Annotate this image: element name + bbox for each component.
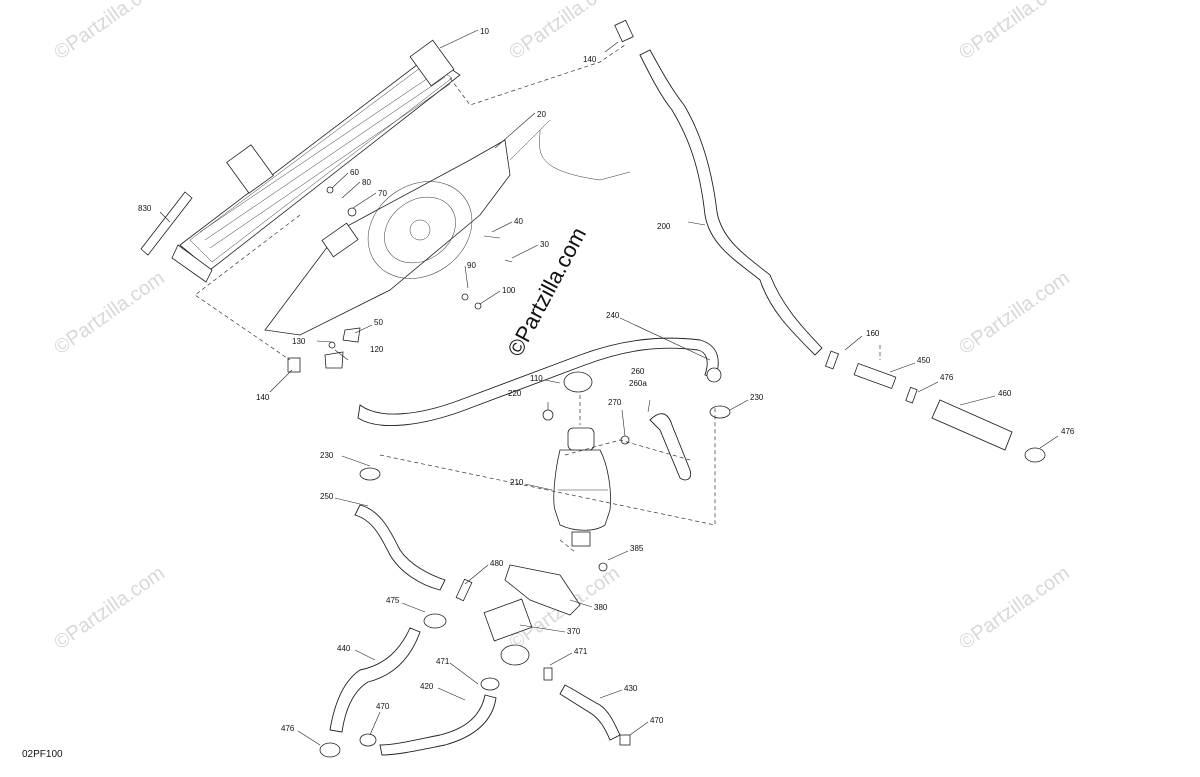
hose-clamp-476 [319,742,341,758]
part-label-90: 90 [467,261,476,270]
part-label-120: 120 [370,345,384,354]
part-label-385: 385 [630,544,644,553]
part-label-476: 476 [940,373,954,382]
hose-430 [559,684,621,741]
part-label-230: 230 [750,393,764,402]
part-label-450: 450 [917,356,931,365]
watermark: ©Partzilla.com [50,0,168,64]
hose-clamp [614,19,634,43]
part-label-20: 20 [537,110,546,119]
t-fitting [853,363,897,389]
part-label-110: 110 [530,374,543,383]
part-label-10: 10 [480,27,489,36]
part-label-460: 460 [998,389,1012,398]
thermostat-housing [483,564,581,666]
diagram-code: 02PF100 [22,749,63,760]
part-label-140: 140 [583,55,597,64]
part-label-100: 100 [502,286,516,295]
part-label-260a: 260a [629,379,647,388]
part-label-50: 50 [374,318,383,327]
leader-lines [159,29,1059,746]
part-label-380: 380 [594,603,608,612]
part-label-475: 475 [386,596,400,605]
part-label-140: 140 [256,393,270,402]
part-label-480: 480 [490,559,504,568]
hose-250 [354,504,446,591]
part-label-470: 470 [376,702,390,711]
part-label-830: 830 [138,204,152,213]
part-label-430: 430 [624,684,638,693]
fan-assembly [264,119,631,336]
part-label-80: 80 [362,178,371,187]
coolant-reservoir [553,427,611,547]
radiator-side-panel [140,191,193,256]
watermark: ©Partzilla.com [955,562,1073,654]
part-label-220: 220 [508,389,522,398]
part-label-60: 60 [350,168,359,177]
part-label-470: 470 [650,716,664,725]
part-label-240: 240 [606,311,620,320]
part-label-270: 270 [608,398,622,407]
part-label-370: 370 [567,627,581,636]
fasteners [287,186,918,746]
hose-clamp-470 [359,733,377,747]
part-label-440: 440 [337,644,351,653]
watermark: ©Partzilla.com [50,562,168,654]
hose-clamp-230 [709,405,731,419]
watermark: ©Partzilla.com [955,0,1073,64]
part-label-70: 70 [378,189,387,198]
hose-200 [639,49,823,356]
part-label-471: 471 [436,657,450,666]
part-label-210: 210 [510,478,524,487]
part-label-130: 130 [292,337,306,346]
part-label-476: 476 [1061,427,1075,436]
part-label-40: 40 [514,217,523,226]
hose-clamp-476 [1024,447,1046,463]
part-label-30: 30 [540,240,549,249]
part-label-260: 260 [631,367,645,376]
overflow-hose-260 [649,413,692,481]
hose-420 [379,694,497,756]
watermark: ©Partzilla.com [50,267,168,359]
hose-clamp-230 [359,467,381,481]
part-label-230: 230 [320,451,334,460]
part-label-200: 200 [657,222,671,231]
part-labels: 10 20 60 80 70 40 30 90 100 50 130 120 1… [138,27,1075,733]
part-label-160: 160 [866,329,880,338]
part-label-420: 420 [420,682,434,691]
hose-end-fitting [706,367,722,383]
watermark: ©Partzilla.com [505,0,623,64]
hose-460 [931,399,1013,451]
part-label-250: 250 [320,492,334,501]
assembly-dash-lines [194,44,881,553]
reservoir-cap [563,371,593,393]
radiator [171,39,461,283]
hose-440 [329,627,421,733]
hose-clamp-475 [423,613,447,629]
watermark-layer: ©Partzilla.com ©Partzilla.com ©Partzilla… [50,0,1073,654]
part-label-471: 471 [574,647,588,656]
watermark: ©Partzilla.com [955,267,1073,359]
part-label-476: 476 [281,724,295,733]
hose-clamp-471 [480,677,500,691]
